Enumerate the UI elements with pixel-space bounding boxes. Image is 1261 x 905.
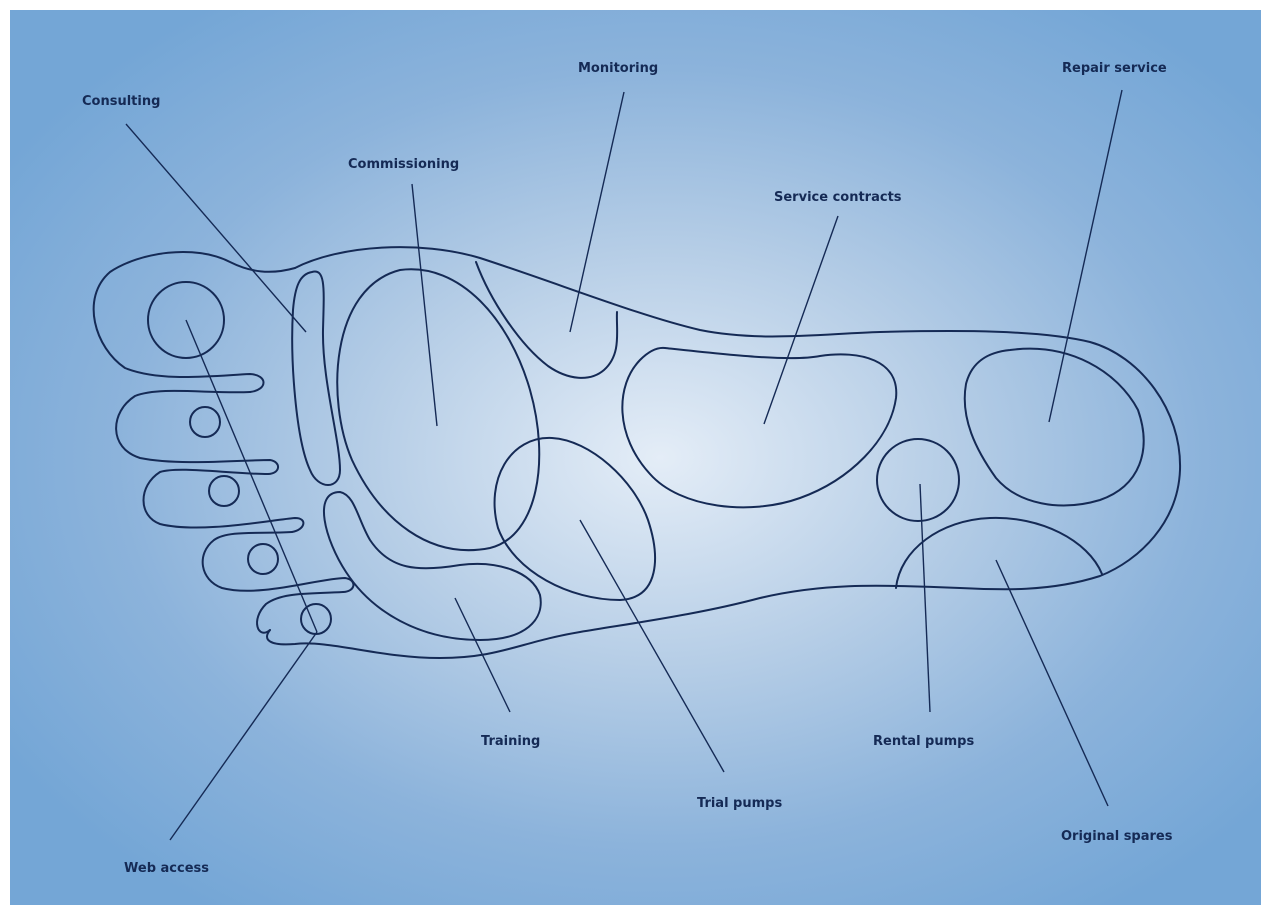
service-contracts-leader <box>764 216 838 424</box>
label-web-access: Web access <box>124 861 209 876</box>
trial-pumps-zone <box>495 438 655 600</box>
rental-pumps-leader <box>920 484 930 712</box>
toe-circle-2 <box>190 407 220 437</box>
web-access-leader-up <box>186 320 317 632</box>
label-commissioning: Commissioning <box>348 157 459 172</box>
consulting-zone <box>292 272 340 485</box>
monitoring-leader <box>570 92 624 332</box>
label-consulting: Consulting <box>82 94 160 109</box>
toe-circle-4 <box>248 544 278 574</box>
web-access-leader-down <box>170 632 317 840</box>
training-zone <box>324 492 541 640</box>
repair-service-leader <box>1049 90 1122 422</box>
original-spares-leader <box>996 560 1108 806</box>
toe-3-outline <box>144 470 304 532</box>
foot-outline <box>267 247 1180 658</box>
foot-diagram: Consulting Commissioning Monitoring Serv… <box>10 10 1261 905</box>
commissioning-leader <box>412 184 437 426</box>
label-repair-service: Repair service <box>1062 61 1167 76</box>
toe-2-outline <box>116 391 278 474</box>
toe-circle-3 <box>209 476 239 506</box>
label-training: Training <box>481 734 540 749</box>
training-leader <box>455 598 510 712</box>
label-original-spares: Original spares <box>1061 829 1173 844</box>
label-rental-pumps: Rental pumps <box>873 734 974 749</box>
label-monitoring: Monitoring <box>578 61 658 76</box>
commissioning-zone <box>337 269 539 550</box>
trial-pumps-leader <box>580 520 724 772</box>
repair-service-zone <box>965 349 1144 506</box>
rental-pumps-zone <box>877 439 959 521</box>
label-trial-pumps: Trial pumps <box>697 796 782 811</box>
service-contracts-zone <box>622 348 896 507</box>
label-service-contracts: Service contracts <box>774 190 902 205</box>
diagram-canvas: Consulting Commissioning Monitoring Serv… <box>10 10 1261 905</box>
original-spares-zone <box>896 518 1102 588</box>
big-toe-outline <box>94 252 295 392</box>
